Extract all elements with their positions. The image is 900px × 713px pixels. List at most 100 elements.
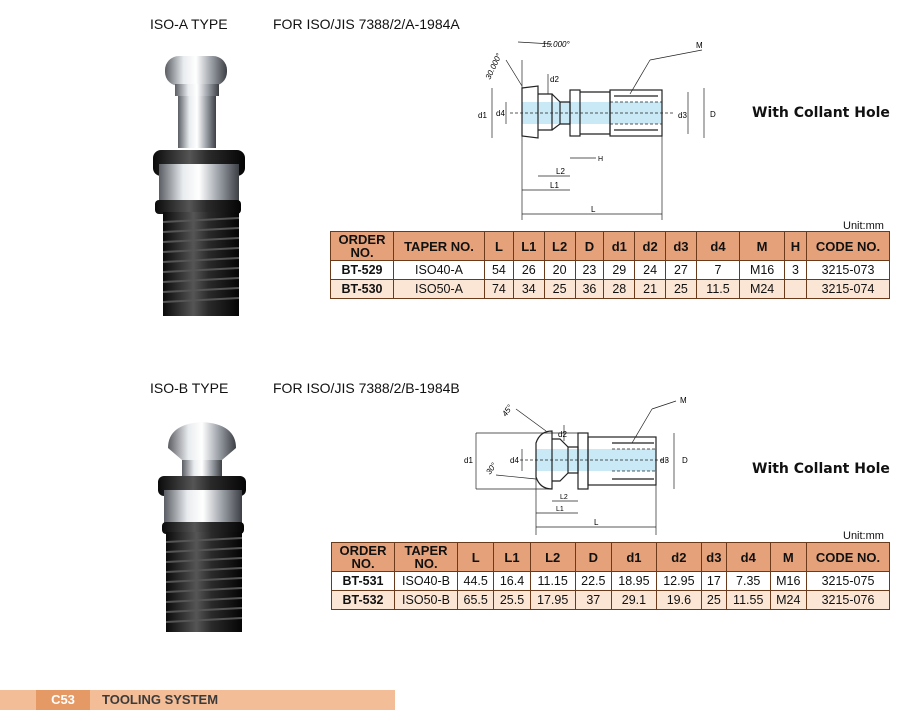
drawing-a-H-label: H <box>598 156 603 163</box>
cell-H <box>784 279 807 299</box>
cell-D: 37 <box>574 590 612 610</box>
cell-d1: 29 <box>603 260 636 280</box>
cell-H: 3 <box>784 260 807 280</box>
col-taper-no: TAPER NO. <box>394 542 458 572</box>
col-d2: d2 <box>655 542 702 572</box>
spec-table-b: ORDER NO. TAPER NO. L L1 L2 D d1 d2 d3 d… <box>331 542 890 610</box>
cell-d3: 27 <box>665 260 697 280</box>
col-L2: L2 <box>529 542 576 572</box>
cell-d4: 11.55 <box>725 590 771 610</box>
col-H: H <box>784 231 807 261</box>
cell-L1: 25.5 <box>493 590 531 610</box>
cell-D: 22.5 <box>574 571 612 591</box>
cell-L2: 20 <box>543 260 576 280</box>
table-row: BT-532 ISO50-B 65.5 25.5 17.95 37 29.1 1… <box>331 590 890 610</box>
cell-M: M24 <box>739 279 785 299</box>
col-L: L <box>484 231 514 261</box>
drawing-b-L-label: L <box>594 518 599 527</box>
col-L: L <box>456 542 495 572</box>
pull-stud-b-photo <box>158 422 246 632</box>
section-a-unit: Unit:mm <box>843 220 884 232</box>
technical-drawing-b: 45° 30° M D d3 d1 d4 d2 L2 L1 L <box>464 396 688 535</box>
cell-L2: 25 <box>543 279 576 299</box>
spec-table-a: ORDER NO. TAPER NO. L L1 L2 D d1 d2 d3 d… <box>330 231 890 299</box>
cell-d4: 7.35 <box>725 571 771 591</box>
cell-d1: 28 <box>603 279 636 299</box>
cell-d1: 29.1 <box>610 590 657 610</box>
cell-M: M24 <box>769 590 808 610</box>
drawing-b-angle1-label: 45° <box>500 402 515 418</box>
drawing-b-d2-label: d2 <box>558 430 567 439</box>
section-a-standard-label: FOR ISO/JIS 7388/2/A-1984A <box>273 16 460 32</box>
col-d4: d4 <box>695 231 741 261</box>
drawing-a-angle2-label: 30.000° <box>484 51 504 81</box>
pull-stud-a-photo <box>153 56 245 316</box>
cell-code-no: 3215-074 <box>806 279 890 299</box>
cell-order-no: BT-530 <box>330 279 394 299</box>
drawing-a-angle1-label: 15.000° <box>542 40 570 49</box>
cell-order-no: BT-529 <box>330 260 394 280</box>
drawing-b-d1-label: d1 <box>464 456 473 465</box>
table-header-row: ORDER NO. TAPER NO. L L1 L2 D d1 d2 d3 d… <box>330 231 890 261</box>
col-d2: d2 <box>634 231 666 261</box>
drawing-a-L1-label: L1 <box>550 181 559 190</box>
cell-d4: 7 <box>695 260 741 280</box>
cell-L: 74 <box>484 279 514 299</box>
footer-page-number: C53 <box>36 690 90 710</box>
cell-L1: 34 <box>512 279 545 299</box>
drawing-a-d4-label: d4 <box>496 109 505 118</box>
cell-d1: 18.95 <box>610 571 657 591</box>
cell-code-no: 3215-076 <box>806 590 890 610</box>
section-b-type-label: ISO-B TYPE <box>150 380 229 396</box>
table-row: BT-529 ISO40-A 54 26 20 23 29 24 27 7 M1… <box>330 260 890 280</box>
col-code-no: CODE NO. <box>806 542 890 572</box>
drawing-b-D-label: D <box>682 456 688 465</box>
cell-d2: 24 <box>634 260 666 280</box>
cell-d2: 19.6 <box>655 590 702 610</box>
cell-D: 23 <box>574 260 605 280</box>
col-d1: d1 <box>603 231 636 261</box>
col-M: M <box>739 231 785 261</box>
drawing-a-d3-label: d3 <box>678 111 687 120</box>
col-D: D <box>574 542 612 572</box>
col-d3: d3 <box>665 231 697 261</box>
col-L1: L1 <box>512 231 545 261</box>
col-d1: d1 <box>610 542 657 572</box>
cell-L2: 11.15 <box>529 571 576 591</box>
cell-L: 44.5 <box>456 571 495 591</box>
section-a-type-label: ISO-A TYPE <box>150 16 228 32</box>
cell-L: 54 <box>484 260 514 280</box>
section-b-unit: Unit:mm <box>843 530 884 542</box>
cell-taper-no: ISO50-B <box>394 590 458 610</box>
section-a-coolant-callout: With Collant Hole <box>752 105 890 121</box>
drawing-b-d4-label: d4 <box>510 456 519 465</box>
cell-d2: 21 <box>634 279 666 299</box>
table-row: BT-530 ISO50-A 74 34 25 36 28 21 25 11.5… <box>330 279 890 299</box>
col-order-no: ORDER NO. <box>330 231 394 261</box>
section-b-coolant-callout: With Collant Hole <box>752 461 890 477</box>
footer-title: TOOLING SYSTEM <box>102 692 219 707</box>
drawing-b-L1-label: L1 <box>556 506 564 513</box>
drawing-b-m-label: M <box>680 396 687 405</box>
col-order-no: ORDER NO. <box>331 542 395 572</box>
cell-code-no: 3215-073 <box>806 260 890 280</box>
col-D: D <box>574 231 605 261</box>
cell-taper-no: ISO40-A <box>393 260 485 280</box>
drawing-a-d1-label: d1 <box>478 111 487 120</box>
cell-L2: 17.95 <box>529 590 576 610</box>
col-L2: L2 <box>543 231 576 261</box>
drawing-a-L-label: L <box>591 205 596 214</box>
table-header-row: ORDER NO. TAPER NO. L L1 L2 D d1 d2 d3 d… <box>331 542 890 572</box>
cell-D: 36 <box>574 279 605 299</box>
col-taper-no: TAPER NO. <box>393 231 485 261</box>
cell-M: M16 <box>769 571 808 591</box>
table-row: BT-531 ISO40-B 44.5 16.4 11.15 22.5 18.9… <box>331 571 890 591</box>
drawing-b-L2-label: L2 <box>560 494 568 501</box>
cell-d3: 17 <box>700 571 727 591</box>
drawing-a-m-label: M <box>696 41 703 50</box>
cell-d4: 11.5 <box>695 279 741 299</box>
drawing-a-d2-label: d2 <box>550 75 559 84</box>
section-b-standard-label: FOR ISO/JIS 7388/2/B-1984B <box>273 380 460 396</box>
col-d3: d3 <box>700 542 727 572</box>
cell-taper-no: ISO40-B <box>394 571 458 591</box>
